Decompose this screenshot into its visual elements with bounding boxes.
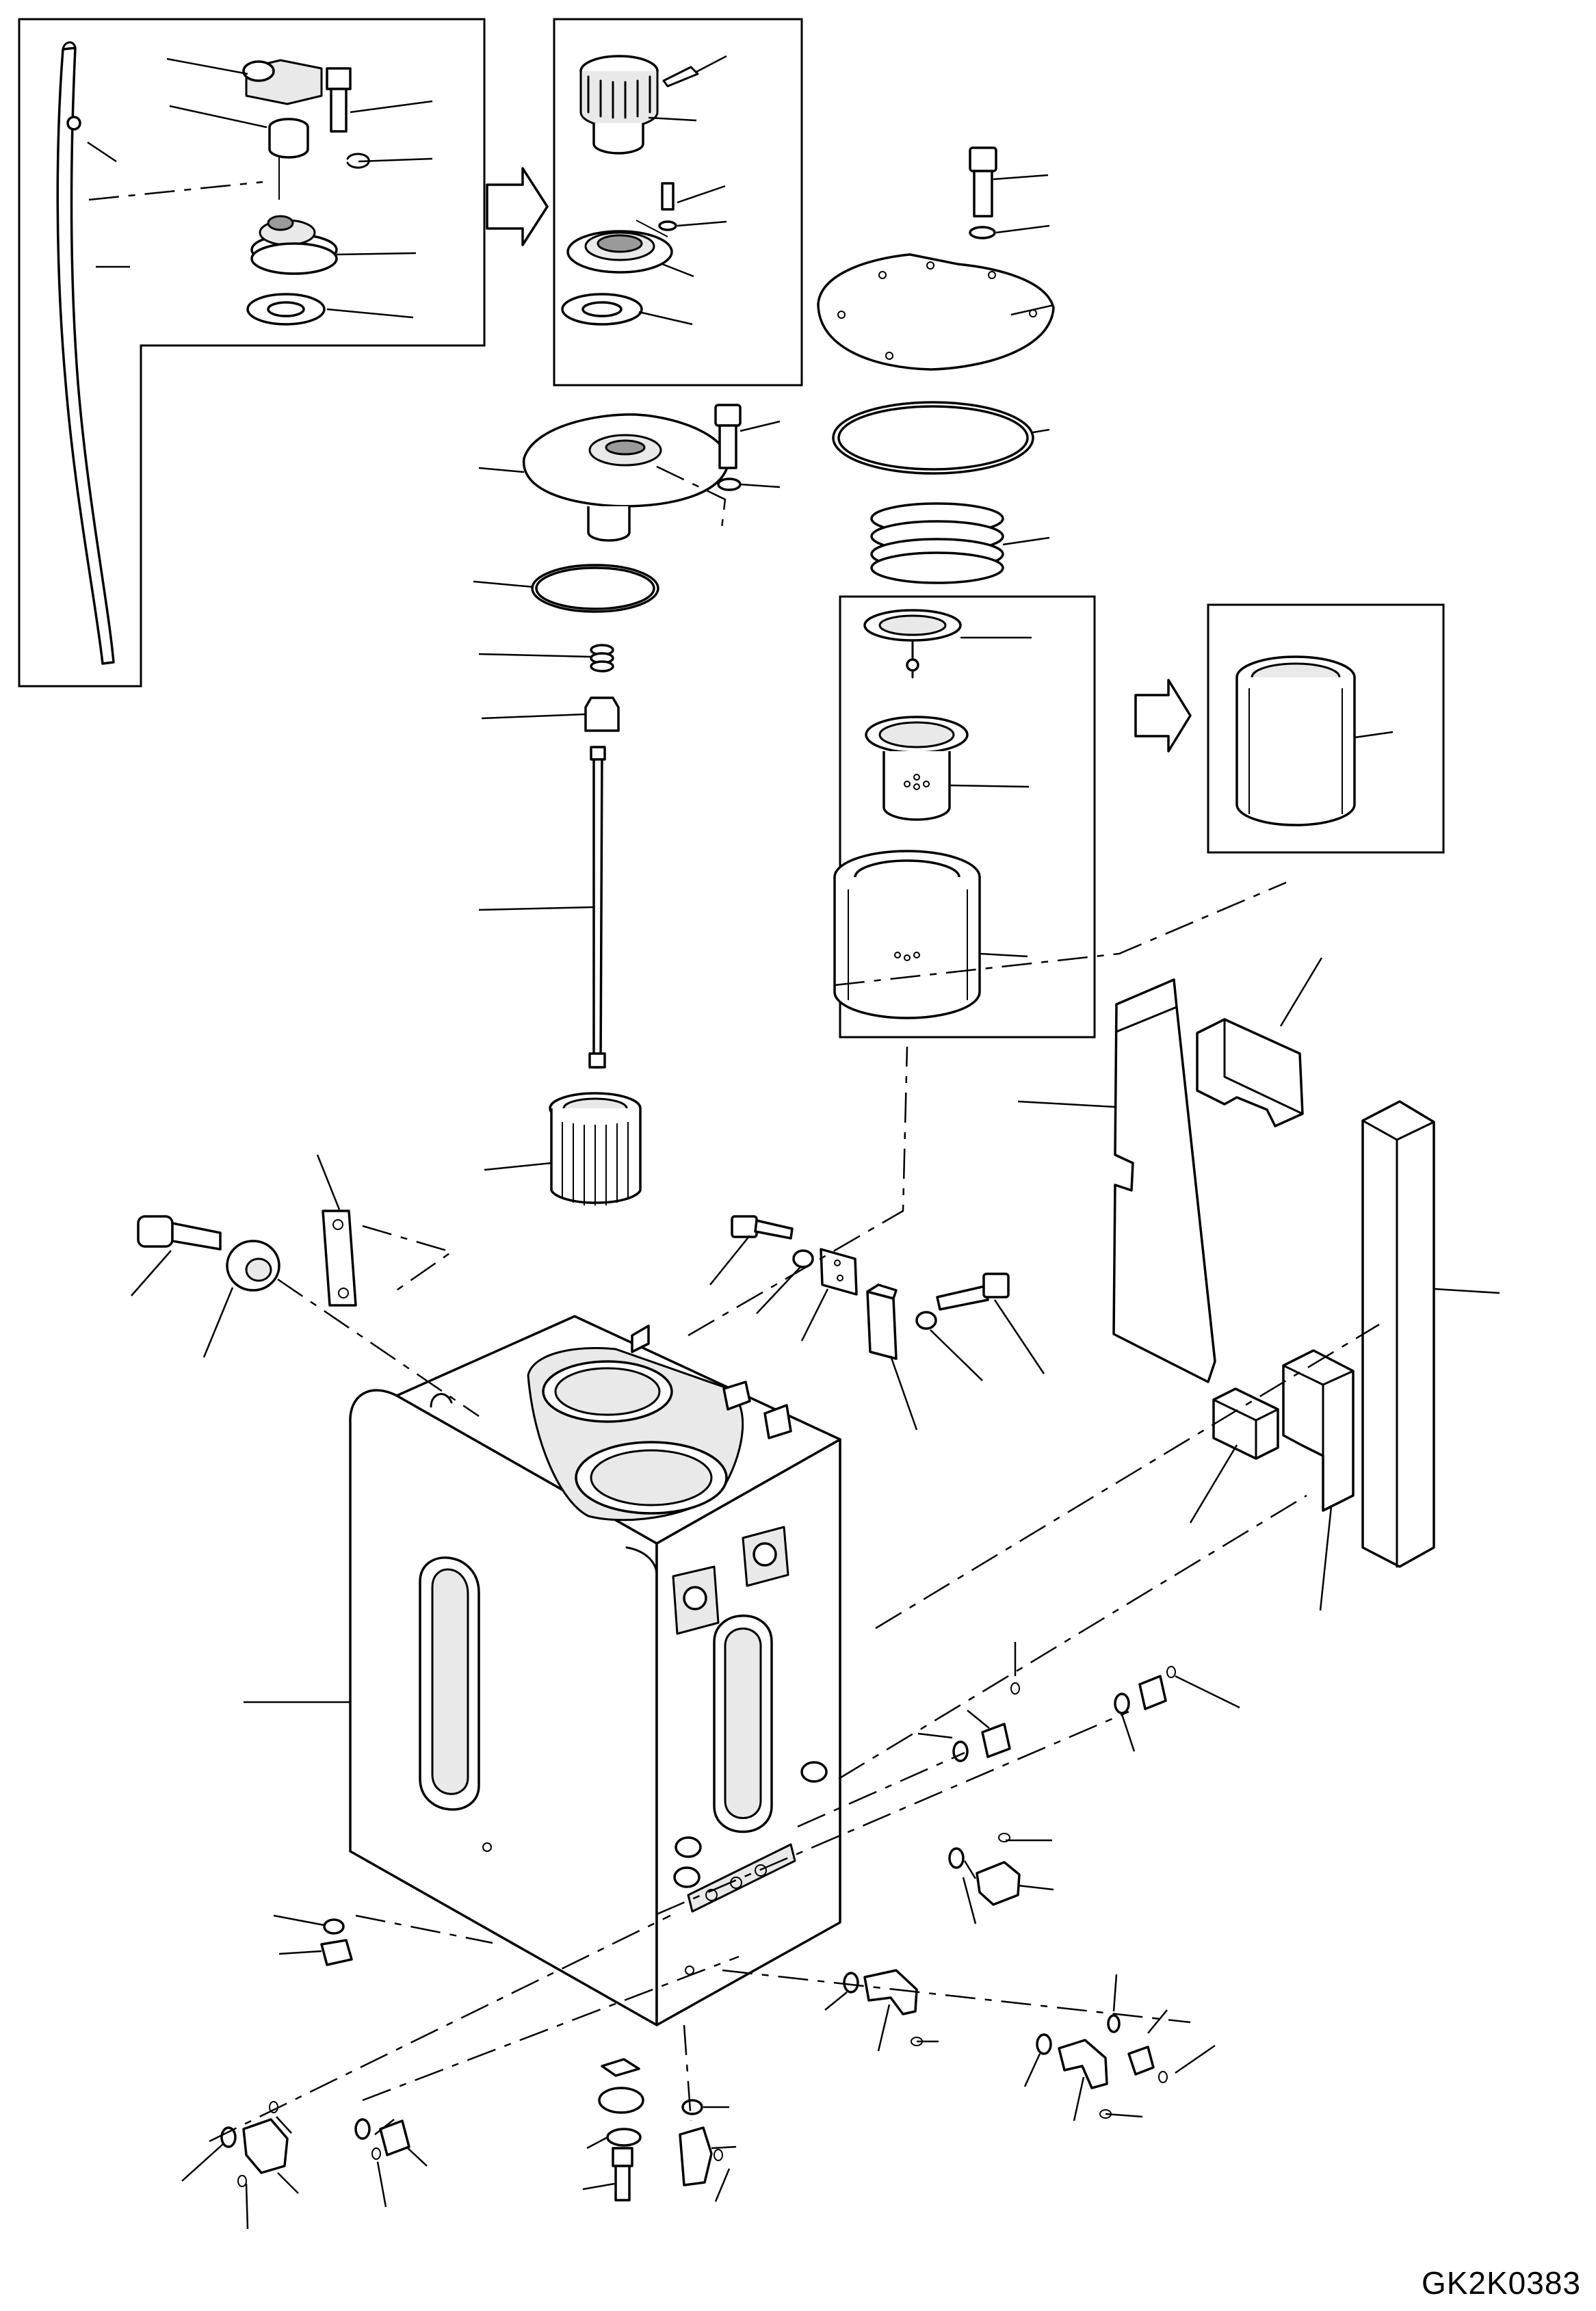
bracket-washer-part	[915, 1311, 937, 1330]
straight-fitting-part	[354, 2118, 410, 2160]
strainer-basket-part	[865, 716, 969, 821]
tank-port-block-2	[742, 1526, 789, 1587]
tee-fitting-part	[220, 2101, 289, 2187]
step-pad-part	[1196, 1018, 1304, 1127]
tank-side-plate-group	[709, 1215, 1045, 1431]
filter-element-part	[833, 850, 981, 1019]
screw-part	[661, 182, 675, 211]
tall-wedge-pad-part	[1112, 978, 1216, 1383]
strainer-flange-part	[566, 230, 673, 274]
cover-plate-part	[817, 253, 1055, 371]
washer-part	[658, 220, 677, 231]
inset-box-breather-assembly	[18, 18, 486, 688]
replacement-filter-part	[1235, 655, 1356, 826]
elbow-fitting-1-part	[948, 1833, 1021, 1906]
chain-clip-part	[662, 66, 699, 88]
fitting-3-part	[1107, 2014, 1168, 2083]
small-plate-part	[820, 1248, 858, 1296]
small-block-pad-part	[1212, 1387, 1279, 1460]
bolt-part	[326, 67, 352, 133]
flange-bolt-part	[714, 404, 742, 469]
strainer-part	[250, 215, 338, 275]
spring-part	[870, 502, 1004, 584]
cushion-pad-group	[688, 881, 1500, 1780]
tank-window-left	[419, 1556, 480, 1811]
inset-box-replacement-element	[1207, 603, 1445, 854]
angle-bracket-part	[866, 1283, 898, 1360]
gasket-part	[246, 293, 326, 326]
elbow-fitting-2-part	[843, 1969, 923, 2046]
spacer-part	[268, 118, 309, 159]
lower-left-fittings	[181, 1914, 740, 2230]
breather-cap-part	[242, 59, 323, 105]
long-bar-pad-part	[1361, 1100, 1435, 1568]
mount-bracket-part	[322, 1210, 357, 1307]
suction-strainer-part	[549, 1092, 642, 1205]
cover-bolt-part	[969, 146, 997, 218]
flange-gasket-part	[561, 293, 643, 326]
center-plug-group	[598, 2058, 723, 2202]
knob-cap-part	[579, 55, 659, 155]
tank-top-flange	[527, 1347, 744, 1522]
tank-bottom-manifold	[687, 1843, 796, 1913]
bushing-part	[226, 1240, 280, 1292]
lower-right-fittings	[656, 1642, 1240, 2121]
hex-nut-part	[584, 696, 620, 732]
side-bolt-group	[131, 1154, 480, 1418]
inset-box-filter-element	[833, 595, 1096, 1039]
hex-bolt-part	[731, 1215, 794, 1240]
drain-plug-part	[320, 1918, 353, 1966]
small-spring-part	[590, 644, 614, 673]
dipstick-part	[56, 41, 115, 665]
hydraulic-tank-body	[244, 1315, 841, 2026]
tank-window-right	[713, 1615, 773, 1833]
breather-flange-group	[473, 404, 781, 1205]
right-arrow-icon-2	[1134, 679, 1192, 753]
flange-washer-part	[717, 478, 742, 491]
plug-bolt-part	[137, 1215, 222, 1251]
plate-washer-part	[792, 1249, 814, 1268]
bracket-bolt-part	[936, 1272, 1010, 1311]
drawing-code-label: GK2K0383	[1421, 2265, 1581, 2301]
cover-washer-part	[969, 226, 996, 239]
elbow-fitting-3-part	[1036, 2033, 1112, 2119]
inset-box-cap-replacement	[553, 18, 803, 387]
filter-cover-group	[817, 146, 1055, 584]
fitting-1-part	[952, 1723, 1011, 1762]
l-block-pad-part	[1282, 1349, 1355, 1512]
flange-cover-part	[523, 413, 729, 542]
valve-plate-part	[863, 609, 962, 679]
tank-port-block-1	[672, 1565, 720, 1635]
rod-part	[588, 746, 606, 1069]
fitting-2-part	[1114, 1675, 1167, 1714]
right-arrow-icon	[486, 167, 549, 246]
